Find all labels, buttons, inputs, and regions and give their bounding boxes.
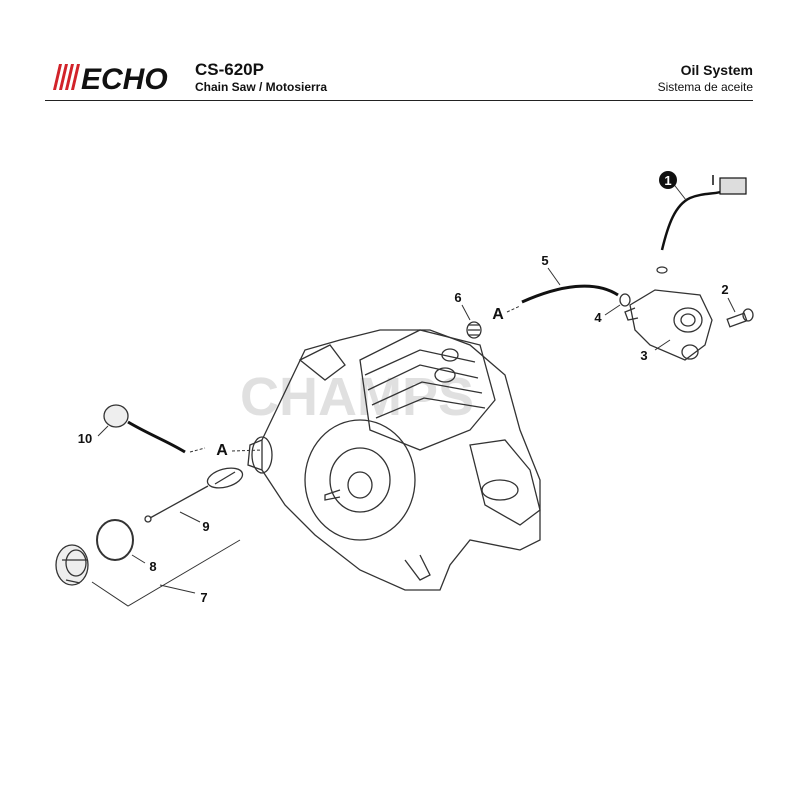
product-subtitle: Chain Saw / Motosierra <box>195 80 328 94</box>
callout-7: 7 <box>200 590 207 605</box>
part-9-strainer <box>144 467 244 523</box>
callout-8: 8 <box>149 559 156 574</box>
leader-9 <box>179 511 201 523</box>
watermark: CHAMPS <box>240 367 474 427</box>
part-4-oring <box>619 293 631 307</box>
callout-5: 5 <box>541 253 548 268</box>
callout-1: 1 <box>664 173 671 188</box>
part-5-oil-hose <box>521 284 619 304</box>
part-10-oil-filter <box>103 404 186 454</box>
reference-a-lower-line-right <box>231 449 263 452</box>
leader-3 <box>654 339 671 351</box>
callout-4: 4 <box>594 310 602 325</box>
callout-2: 2 <box>721 282 728 297</box>
logo-text: ECHO <box>81 63 168 92</box>
callout-3: 3 <box>640 348 647 363</box>
part-2-bolt <box>726 308 754 328</box>
callout-6: 6 <box>454 290 461 305</box>
part-3-oil-pump <box>624 289 713 361</box>
model-number: CS-620P <box>195 60 264 79</box>
reference-a-lower: A <box>216 442 228 459</box>
section-subtitle: Sistema de aceite <box>657 80 753 94</box>
part-8-oring <box>96 519 134 561</box>
page-header: ECHO CS-620P Chain Saw / Motosierra Oil … <box>45 58 753 101</box>
leader-6 <box>461 304 471 321</box>
leader-2 <box>727 297 736 313</box>
crankcase-body <box>247 329 541 591</box>
leader-8 <box>131 554 146 564</box>
part-1-oil-line-connector <box>660 175 747 251</box>
leader-4 <box>604 304 621 316</box>
section-title: Oil System <box>680 62 753 78</box>
leader-7-bracket <box>91 539 241 607</box>
part-7-oil-cap <box>55 544 89 586</box>
leader-5 <box>547 267 561 286</box>
part-6-grommet <box>466 321 482 339</box>
small-oring <box>656 266 668 274</box>
reference-a-lower-line-left <box>189 447 206 453</box>
callout-1-badge <box>659 171 677 189</box>
echo-logo: ECHO <box>53 63 168 92</box>
leader-7 <box>159 584 196 594</box>
callout-9: 9 <box>202 519 209 534</box>
reference-a-upper: A <box>492 306 504 323</box>
leader-10 <box>97 425 109 437</box>
callout-10: 10 <box>78 431 92 446</box>
reference-a-upper-line <box>506 305 521 313</box>
